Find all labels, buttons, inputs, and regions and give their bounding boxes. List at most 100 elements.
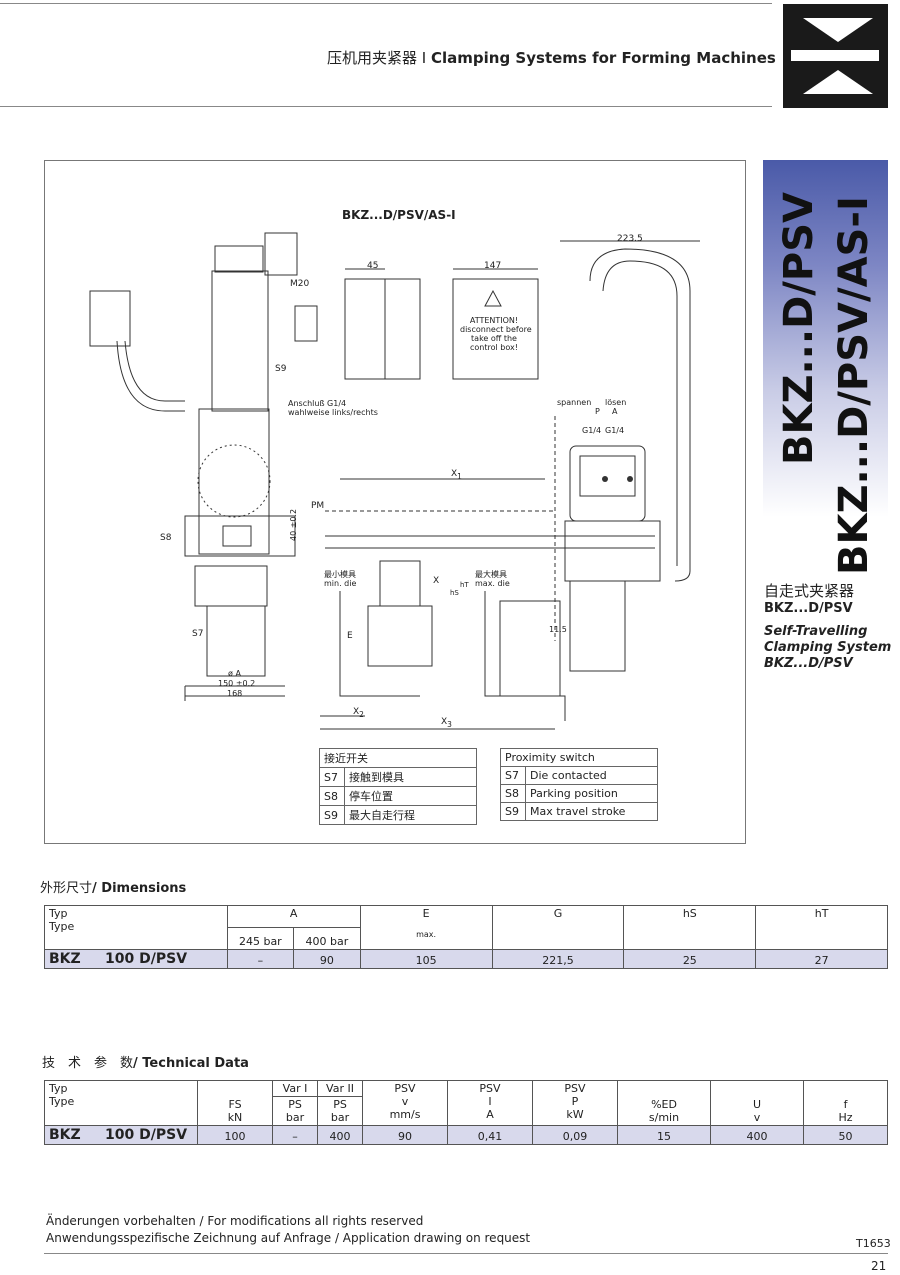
tech-row-v: 90 <box>362 1125 448 1145</box>
tech-col-fs: FS kN <box>197 1080 273 1126</box>
header-title-en: Clamping Systems for Forming Machines <box>431 49 776 67</box>
attention-line-2: disconnect before <box>460 325 532 334</box>
tech-col-psv-i-top: PSV <box>479 1082 501 1095</box>
legend-cn-text: 最大自走行程 <box>344 805 477 825</box>
tech-col-var2: Var II <box>317 1080 363 1097</box>
page-header: 压机用夹紧器 I Clamping Systems for Forming Ma… <box>327 47 776 68</box>
legend-en-code: S9 <box>500 802 526 821</box>
label-loesen: lösen <box>605 398 627 407</box>
tech-row-ps1: – <box>272 1125 318 1145</box>
tech-col-psv-v: PSV v mm/s <box>362 1080 448 1126</box>
dimensions-title: 外形尺寸/ Dimensions <box>40 877 186 896</box>
attention-note: ATTENTION! disconnect before take off th… <box>460 316 532 352</box>
header-rule <box>0 106 772 107</box>
attention-line-3: take off the <box>471 334 517 343</box>
side-cn-subtitle: 自走式夹紧器 <box>764 582 855 600</box>
tech-col-ps2: PS bar <box>317 1096 363 1126</box>
label-ht: hT <box>460 581 469 589</box>
label-min-die-en: min. die <box>324 579 357 588</box>
technical-title-cn: 技 术 参 数 <box>42 1056 134 1071</box>
legend-cn-code: S7 <box>319 767 345 787</box>
label-x3-sub: 3 <box>447 719 452 729</box>
label-anschluss-2: wahlweise links/rechts <box>288 408 378 417</box>
top-rule <box>0 3 772 4</box>
dim-type-label-2: Type <box>49 920 75 933</box>
side-desc-line-2: Clamping System <box>764 640 892 655</box>
tech-col-u: U v <box>710 1080 804 1126</box>
legend-en-text: Parking position <box>525 784 658 803</box>
legend-en-code: S8 <box>500 784 526 803</box>
tech-col-u-unit: v <box>753 1111 761 1124</box>
tech-col-var1: Var I <box>272 1080 318 1097</box>
dim-type-header: Typ Type <box>44 905 228 950</box>
label-x: X <box>433 576 440 586</box>
tech-row-p: 0,09 <box>532 1125 618 1145</box>
tech-col-psv-p-unit: kW <box>566 1108 584 1121</box>
dim-row-e: 105 <box>359 949 493 969</box>
dim-col-ht: hT <box>755 905 888 950</box>
tech-row-f: 50 <box>803 1125 888 1145</box>
label-max-die-cn: 最大模具 <box>475 570 507 579</box>
label-s9: S9 <box>275 364 287 374</box>
tech-row-fs: 100 <box>197 1125 273 1145</box>
tech-col-psv-i: PSV I A <box>447 1080 533 1126</box>
tech-col-psv-p-label: P <box>571 1095 579 1108</box>
side-desc-line-3: BKZ...D/PSV <box>764 656 853 671</box>
footer-line-1: Änderungen vorbehalten / For modificatio… <box>46 1214 424 1228</box>
label-s7: S7 <box>192 629 204 639</box>
label-x2: X2 <box>353 707 364 719</box>
label-dim-40: 40 ±0.2 <box>289 508 298 541</box>
tech-col-u-label: U <box>752 1098 762 1111</box>
label-x1: X1 <box>451 469 462 481</box>
tech-col-psv-v-unit: mm/s <box>389 1108 421 1121</box>
tech-type-label-2: Type <box>49 1095 75 1108</box>
label-dim-45: 45 <box>367 261 379 271</box>
drawing-title: BKZ...D/PSV/AS-I <box>342 208 456 222</box>
company-logo <box>783 4 888 108</box>
dim-col-a-400: 400 bar <box>293 927 361 950</box>
legend-cn-title: 接近开关 <box>319 748 477 768</box>
tech-col-ed-unit: s/min <box>648 1111 680 1124</box>
label-dim-11-5: 11.5 <box>549 625 567 634</box>
legend-en-title: Proximity switch <box>500 748 658 767</box>
footer-rule <box>44 1253 888 1254</box>
label-x2-sub: 2 <box>359 709 364 719</box>
tech-data-row: BKZ 100 D/PSV 100 – 400 90 0,41 0,09 15 … <box>44 1125 888 1145</box>
dim-col-e: E max. <box>359 905 493 950</box>
tech-col-psv-v-top: PSV <box>394 1082 416 1095</box>
dim-col-a: A <box>226 905 361 928</box>
technical-drawing: BKZ...D/PSV/AS-I M20 S9 S8 S7 PM Anschlu… <box>44 160 746 844</box>
tech-col-f: f Hz <box>803 1080 888 1126</box>
side-model: BKZ...D/PSV <box>764 601 853 616</box>
tech-col-fs-unit: kN <box>227 1111 243 1124</box>
dim-col-e-label: E <box>422 907 430 920</box>
label-a: A <box>612 407 618 416</box>
attention-line-1: ATTENTION! <box>469 316 519 325</box>
footer-line-2: Anwendungsspezifische Zeichnung auf Anfr… <box>46 1231 531 1245</box>
legend-cn-code: S8 <box>319 786 345 806</box>
document-code: T1653 <box>856 1237 891 1250</box>
dim-col-hs: hS <box>623 905 757 950</box>
tech-type-label-1: Typ <box>49 1082 68 1095</box>
dim-row-g: 221,5 <box>491 949 625 969</box>
legend-en-text: Max travel stroke <box>525 802 658 821</box>
dim-type-label-1: Typ <box>49 907 68 920</box>
tech-row-i: 0,41 <box>447 1125 533 1145</box>
dim-col-g: G <box>491 905 625 950</box>
tech-col-ps2-unit: bar <box>330 1111 350 1124</box>
side-title-band <box>763 160 888 580</box>
side-vertical-title-2: BKZ...D/PSV/AS-I <box>831 196 877 575</box>
dimensions-title-cn: 外形尺寸 <box>40 881 93 896</box>
legend-cn-text: 停车位置 <box>344 786 477 806</box>
header-title-cn: 压机用夹紧器 <box>327 49 418 67</box>
label-anschluss-1: Anschluß G1/4 <box>288 399 347 408</box>
label-max-die-en: max. die <box>475 579 510 588</box>
label-e: E <box>347 631 353 641</box>
dimensions-title-en: / Dimensions <box>92 881 187 896</box>
tech-col-psv-i-label: I <box>488 1095 492 1108</box>
label-s8: S8 <box>160 533 172 543</box>
label-p: P <box>595 407 600 416</box>
label-dim-147: 147 <box>484 261 502 271</box>
dim-col-e-sub: max. <box>416 930 437 939</box>
